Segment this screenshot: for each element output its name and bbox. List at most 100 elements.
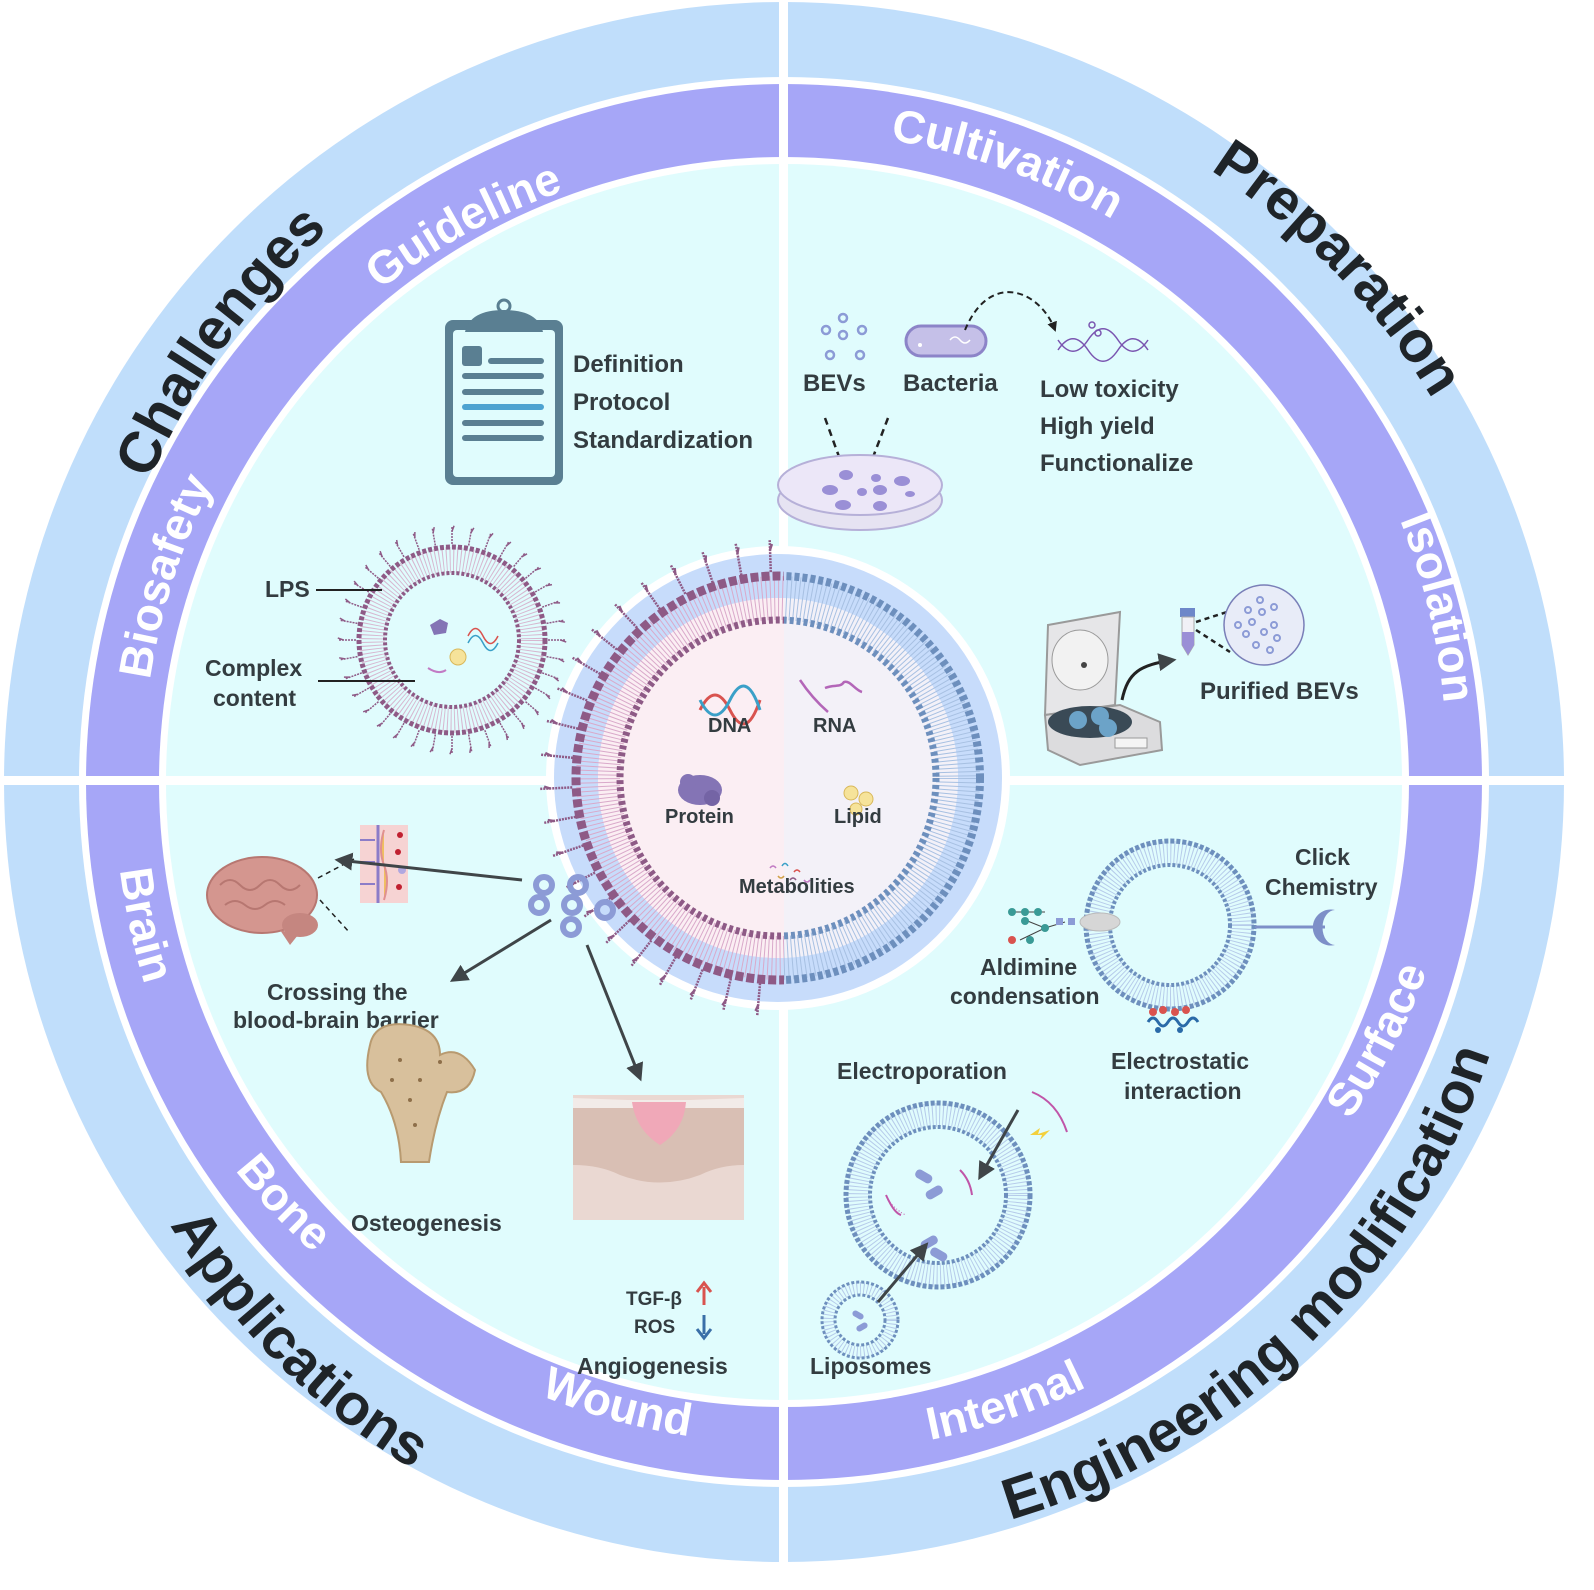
metabolites-icon [769,862,811,883]
bevs-icon [820,312,868,361]
bevs-cluster-icon [528,874,616,938]
lps-spike [394,722,405,740]
lps-spike [344,672,363,680]
lps-spike-branch [560,639,567,643]
lipid-icon [843,785,874,816]
lps-spike [378,713,391,728]
lps-spike-branch [736,547,740,554]
isolation-label-purified-bevs: Purified BEVs [1200,678,1359,705]
engineering-arrow [964,291,1057,332]
protein-icon [678,774,722,806]
arrow-to-brain [334,852,523,882]
biosafety-label-content: content [213,685,296,711]
lps-spike [540,786,573,791]
lps-spike [546,655,565,661]
lps-spike-branch [410,741,416,748]
wound-label-angiogenesis: Angiogenesis [577,1353,728,1379]
lps-spike [571,656,601,676]
lps-spike [412,532,420,551]
arrow-to-wound [585,944,644,1082]
lps-spike [630,939,653,967]
brain-label-line1: Crossing the [267,979,408,1005]
lps-spike-branch [429,746,434,753]
wound-skin-icon [573,1095,744,1220]
lps-spike [768,540,773,573]
lps-spike [431,734,437,753]
lps-spike [339,619,358,625]
lps-spike-branch [631,957,639,963]
dna-icon [698,684,762,726]
lps-spike-branch [586,909,593,914]
lps-spike [431,527,437,546]
lps-spike-branch [547,818,554,823]
lps-spike [541,672,560,680]
lps-spike [669,564,687,595]
lps-spike [658,956,677,986]
lps-spike [614,603,638,629]
aldimine-glycan-icon [1008,908,1121,944]
lps-spike-branch [451,525,455,532]
lps-spike [546,719,579,730]
benefit-low-toxicity: Low toxicity [1040,376,1179,403]
biosafety-label-complex: Complex [205,655,302,681]
lps-spike-branch [618,605,623,612]
lps-spike-branch [505,733,509,741]
lps-spike [378,552,391,567]
clipboard-icon [445,298,563,485]
wound-marker-ros: ROS [634,1317,675,1338]
lps-spike-branch [561,687,568,694]
lps-spike-branch [558,658,565,663]
purified-bevs-magnified-icon [1223,584,1305,666]
surface-label-electrostatic: Electrostatic [1111,1048,1249,1074]
zoom-dash-top [1195,608,1234,624]
tube-icon [1180,608,1195,656]
lps-spike [467,527,473,546]
lps-spike-branch [432,527,435,534]
lps-spike [499,540,510,558]
lps-spike-branch [543,785,551,790]
lps-spike [605,919,631,944]
arrow-up-icon [695,1280,713,1305]
lps-spike [701,551,714,584]
electrostatic-polymer-icon [1146,1006,1200,1033]
lps-spike [467,734,473,753]
centrifuge-arrow [1120,653,1177,701]
brain-zoom-dash-bottom [319,899,351,934]
wound-marker-tgf: TGF-β [626,1289,682,1310]
cultivation-label-bevs: BEVs [803,370,866,397]
rna-strand-icon [1031,1091,1068,1133]
zoom-dash-bottom [1195,628,1231,654]
lps-spike [513,713,526,728]
centrifuge-icon [1043,610,1164,767]
lps-spike [544,815,576,825]
lps-spike-branch [337,637,344,641]
arrow-to-bone [449,918,552,982]
lps-spike-branch [339,617,346,622]
center-label-metabolites: Metabolities [739,876,855,898]
surface-label-aldimine: Aldimine [980,954,1077,980]
lightning-icon [1030,1128,1050,1140]
liposome-icon [820,1280,900,1360]
cultivation-label-bacteria: Bacteria [903,370,998,397]
lps-spike [339,655,358,661]
bone-icon [366,1023,477,1163]
center-label-dna: DNA [708,715,751,737]
lps-spike-branch [768,543,774,551]
lps-spike-branch [644,584,649,592]
surface-modified-vesicle [1083,838,1257,1012]
lps-spike-branch [576,657,582,664]
lps-spike-branch [558,620,565,623]
electroporation-arrow [978,1109,1020,1181]
lps-spike [541,600,560,608]
lps-spike [552,844,584,858]
lps-spike [546,619,565,625]
lps-spike [394,540,405,558]
capsule-icon [915,1169,948,1262]
brain-icon [206,856,318,945]
liposome-fusion-arrow [876,1242,929,1303]
lps-spike-branch [339,657,346,660]
surface-label-interaction: interaction [1124,1078,1242,1104]
lps-spike-branch [351,693,359,697]
lps-spike-branch [689,989,696,996]
